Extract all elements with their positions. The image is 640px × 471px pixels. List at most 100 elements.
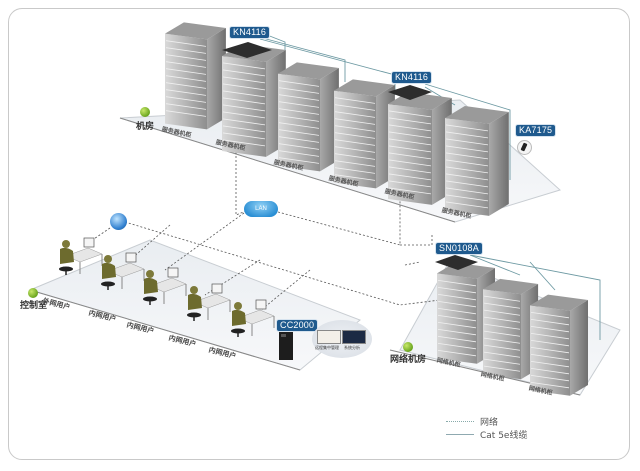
rack-unit-line [278, 150, 320, 157]
network-link [204, 259, 261, 296]
rack-unit-line [445, 201, 489, 209]
cc2000-server-front [281, 334, 286, 337]
rack-unit-line [165, 75, 207, 82]
rack-unit-line [165, 96, 207, 103]
rack-unit-line [165, 82, 207, 89]
rack-unit-line [437, 350, 477, 357]
zone-label-network-room: 网络机房 [390, 355, 427, 365]
rack-unit-line [278, 94, 320, 101]
rack-top [334, 79, 395, 97]
rack-unit-line [437, 322, 477, 329]
server-rack [278, 62, 339, 172]
workstation [59, 237, 103, 275]
control-room-edge [29, 289, 301, 371]
rack-unit-line [278, 80, 320, 87]
cat5-cable [424, 83, 511, 180]
user-body [60, 247, 74, 264]
device-tag-cc2000: CC2000 [277, 320, 318, 331]
rack-unit-line [165, 54, 207, 61]
rack-front [334, 90, 376, 189]
network-link [404, 261, 421, 266]
user-body [144, 277, 158, 294]
network-link [129, 224, 171, 261]
server-racks [165, 22, 509, 216]
rack-unit-line [334, 118, 376, 125]
network-room-marker [403, 342, 413, 352]
workstation [101, 252, 145, 290]
rack-unit-line [222, 104, 266, 112]
rack-unit-line [334, 139, 376, 146]
rack-unit-line [222, 90, 266, 98]
rack-unit-line [222, 69, 266, 77]
server-rack [334, 79, 395, 189]
rack-unit-line [334, 153, 376, 160]
rack-unit-line [388, 131, 432, 139]
rack-unit-line [483, 337, 521, 344]
rack-unit-line [278, 101, 320, 108]
monitor [255, 299, 267, 310]
rack-unit-line [334, 125, 376, 132]
workstations [59, 237, 275, 337]
device-tag-ka7175: KA7175 [516, 125, 556, 136]
user-head [146, 270, 154, 278]
server-rack [445, 106, 509, 216]
rack-unit-line [437, 280, 477, 287]
rack-front [437, 273, 477, 364]
rack-unit-line [222, 76, 266, 84]
monitor [167, 267, 179, 278]
rack-unit-line [530, 375, 570, 382]
rack-side [570, 300, 588, 396]
rack-unit-line [530, 368, 570, 375]
rack-unit-line [483, 302, 521, 309]
rack-unit-line [278, 87, 320, 94]
rack-unit-line [222, 97, 266, 105]
rack-unit-line [445, 138, 489, 146]
rack-unit-line [437, 294, 477, 301]
rack-unit-line [483, 309, 521, 316]
rack-unit-line [388, 166, 432, 174]
rack-unit-line [165, 68, 207, 75]
rack-unit-line [483, 358, 521, 365]
rack-unit-line [165, 47, 207, 54]
rack-front [483, 289, 521, 380]
rack-unit-line [445, 152, 489, 160]
rack-unit-line [388, 152, 432, 160]
rack-top [530, 294, 588, 311]
rack-unit-line [445, 180, 489, 188]
user-body [232, 309, 246, 326]
rack-unit-line [165, 110, 207, 117]
legend-item-cat5: Cat 5e线缆 [446, 428, 527, 441]
rack-unit-line [388, 145, 432, 153]
user-body [102, 262, 116, 279]
rack-unit-line [388, 187, 432, 195]
rack-top [483, 278, 539, 295]
cat5-cable [254, 35, 346, 82]
rack-unit-line [483, 316, 521, 323]
rack-unit-line [278, 108, 320, 115]
workstation [231, 299, 275, 337]
rack-unit-line [388, 117, 432, 125]
user-head [62, 240, 70, 248]
rack-unit-line [437, 301, 477, 308]
rack-unit-line [278, 129, 320, 136]
rack-unit-line [388, 159, 432, 167]
rack-unit-line [334, 167, 376, 174]
rack-unit-line [222, 83, 266, 91]
workstation [187, 283, 231, 321]
rack-unit-line [483, 295, 521, 302]
cat5-cable [469, 254, 521, 276]
legend: 网络 Cat 5e线缆 [446, 415, 527, 441]
cat5-cable [529, 261, 556, 291]
rack-unit-line [334, 132, 376, 139]
network-rack [530, 294, 588, 396]
rack-unit-line [445, 131, 489, 139]
system-analysis-screen [342, 330, 366, 344]
rack-unit-line [437, 343, 477, 350]
screen-label: 系统分析 [344, 345, 360, 350]
rack-unit-line [483, 330, 521, 337]
workstation [143, 267, 187, 305]
rack-unit-line [388, 173, 432, 181]
rack-unit-line [445, 145, 489, 153]
server-rack [165, 22, 226, 130]
